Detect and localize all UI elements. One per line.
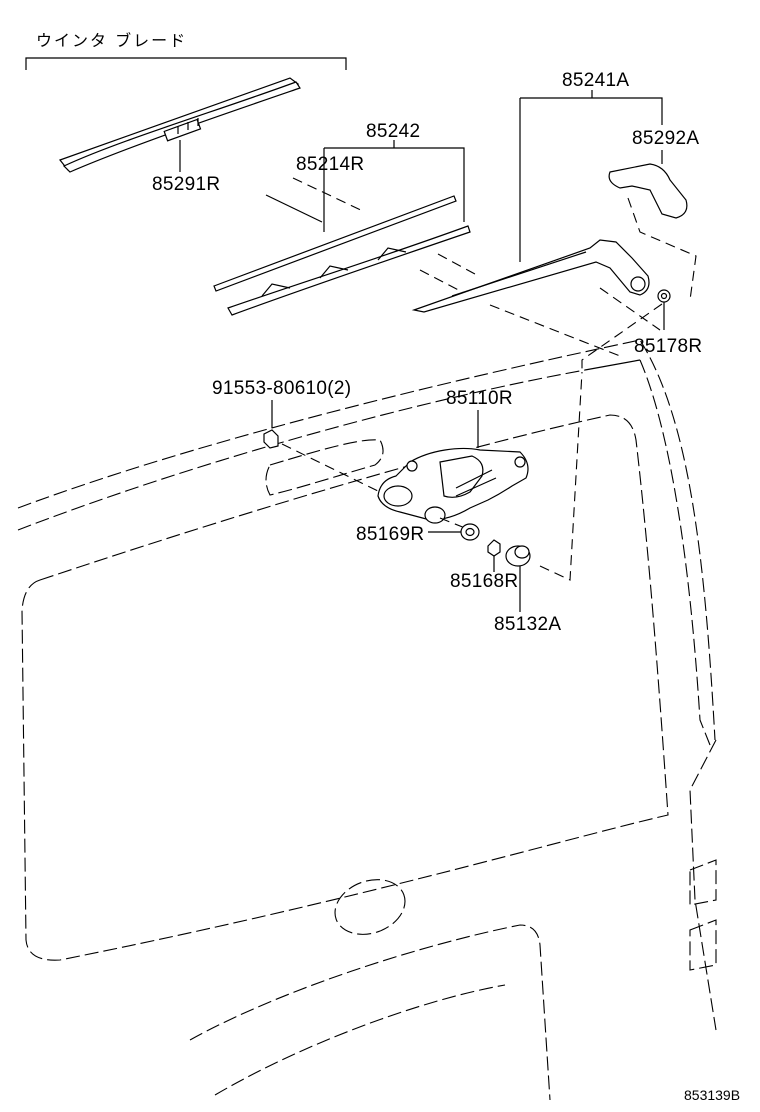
bolt-91553: [263, 400, 381, 493]
grommet-85169r: [428, 523, 480, 541]
label-85242: 85242: [366, 121, 420, 142]
label-85132a: 85132A: [494, 614, 561, 635]
cap-85132a: [505, 371, 583, 612]
figure-id: 853139B: [684, 1087, 740, 1103]
label-85214r: 85214R: [296, 154, 364, 175]
label-85291r: 85291R: [152, 174, 220, 195]
arm-head-cover: [608, 150, 697, 301]
wiper-blade-heading: ウインタ ブレード: [36, 31, 187, 50]
label-85110r: 85110R: [446, 388, 513, 409]
nut-85178r: [581, 289, 671, 372]
wiper-blade-assembly: [25, 57, 347, 173]
vehicle-rear-body: [17, 339, 717, 1101]
label-85241a: 85241A: [562, 70, 629, 91]
nut-85168r: [487, 539, 501, 572]
wiper-blade-refill: [213, 140, 476, 316]
label-91553-80610: 91553-80610(2): [212, 378, 351, 399]
wiper-arm: [411, 90, 663, 357]
label-85178r: 85178R: [634, 336, 702, 357]
label-85169r: 85169R: [356, 524, 424, 545]
wiper-motor: [377, 410, 529, 531]
label-85292a: 85292A: [632, 128, 699, 149]
label-85168r: 85168R: [450, 571, 518, 592]
